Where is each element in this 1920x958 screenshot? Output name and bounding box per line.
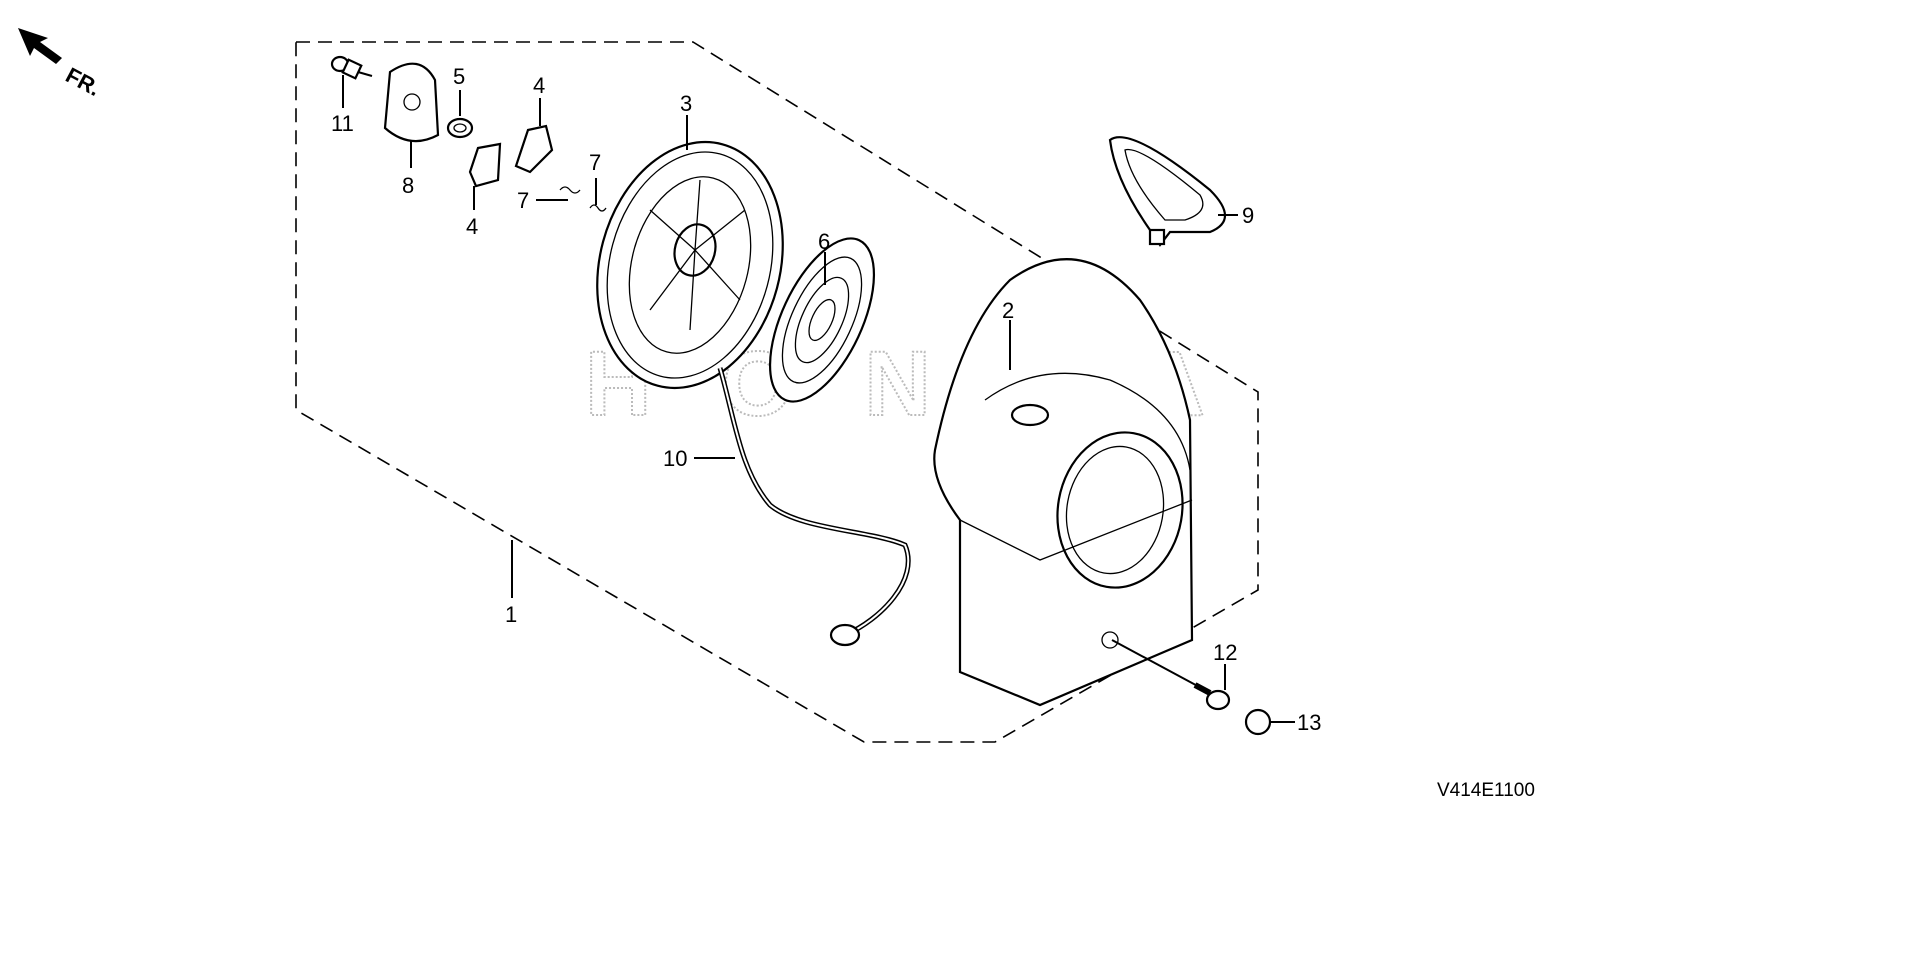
- part-label-13: 13: [1297, 710, 1321, 735]
- ratchet-guide-8-icon: [383, 62, 440, 143]
- part-label-2: 2: [1002, 298, 1014, 323]
- front-direction-arrow-icon: [18, 28, 62, 64]
- drawing-code: V414E1100: [1437, 780, 1535, 801]
- part-label-12: 12: [1213, 640, 1237, 665]
- rope-knot-icon: [829, 623, 861, 647]
- part-label-6: 6: [818, 229, 830, 254]
- part-label-7-left: 7: [517, 188, 529, 213]
- ratchet-4-upper-icon: [514, 124, 554, 174]
- part-label-8: 8: [402, 173, 414, 198]
- reel-pulley-3-icon: [596, 140, 784, 390]
- spring-7-icon: [559, 186, 607, 212]
- part-label-4-lower: 4: [466, 214, 478, 239]
- ratchet-4-lower-icon: [468, 142, 502, 188]
- part-label-10: 10: [663, 446, 687, 471]
- nut-13-icon: [1244, 708, 1272, 736]
- front-direction-label: FR.: [62, 62, 105, 101]
- part-label-3: 3: [680, 91, 692, 116]
- part-label-4-upper: 4: [533, 73, 545, 98]
- recoil-starter-case-2-icon: [933, 258, 1194, 707]
- part-label-5: 5: [453, 64, 465, 89]
- spring-5-icon: [446, 117, 474, 139]
- part-label-9: 9: [1242, 203, 1254, 228]
- recoil-spring-6-icon: [768, 237, 876, 403]
- part-label-7-upper: 7: [589, 150, 601, 175]
- bolt-12-icon: [1193, 682, 1231, 711]
- part-label-11: 11: [331, 111, 354, 136]
- bolt-11-icon: [330, 55, 373, 80]
- starter-grip-9-icon: [1108, 136, 1227, 247]
- part-label-1: 1: [505, 602, 517, 627]
